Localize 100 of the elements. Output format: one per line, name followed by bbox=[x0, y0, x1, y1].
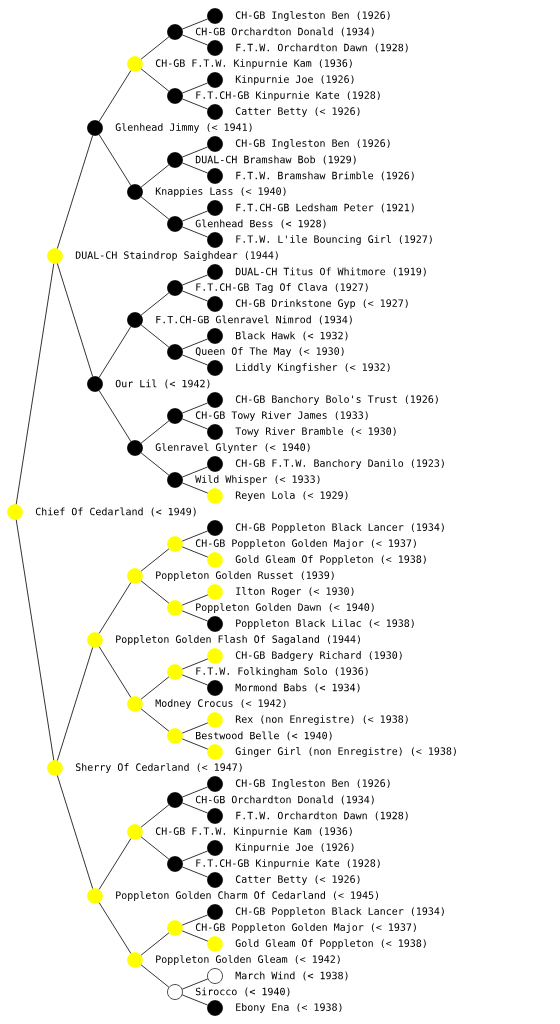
connector-line bbox=[56, 263, 94, 377]
connector-line bbox=[181, 290, 209, 302]
connector-line bbox=[140, 932, 170, 956]
name-label: Bestwood Belle (< 1940) bbox=[196, 731, 332, 741]
name-label: CH-GB Poppleton Black Lancer (1934) bbox=[235, 907, 444, 917]
connector-line bbox=[181, 82, 209, 94]
connector-line bbox=[140, 580, 170, 604]
connector-line bbox=[140, 964, 170, 988]
name-label: Catter Betty (< 1926) bbox=[235, 107, 360, 117]
name-label: F.T.W. L'ile Bouncing Girl (1927) bbox=[236, 235, 432, 245]
name-label: F.T.CH-GB Kinpurnie Kate (1928) bbox=[196, 91, 380, 101]
connector-line bbox=[140, 164, 170, 188]
name-label: CH-GB Poppleton Golden Major (< 1937) bbox=[195, 923, 416, 933]
name-label: CH-GB F.T.W. Kinpurnie Kam (1936) bbox=[155, 827, 352, 837]
connector-line bbox=[181, 594, 209, 606]
connector-line bbox=[98, 134, 132, 186]
connector-line bbox=[140, 676, 170, 700]
connector-line bbox=[181, 978, 209, 990]
connector-line bbox=[181, 866, 209, 878]
connector-line bbox=[98, 390, 132, 442]
name-label: Liddly Kingfisher (< 1932) bbox=[236, 363, 390, 373]
connector-line bbox=[140, 420, 170, 444]
connector-line bbox=[140, 196, 170, 220]
name-label: Kinpurnie Joe (1926) bbox=[235, 75, 354, 85]
connector-line bbox=[15, 263, 55, 505]
name-label: F.T.W. Bramshaw Brimble (1926) bbox=[236, 171, 414, 181]
name-label: Our Lil (< 1942) bbox=[115, 379, 210, 389]
name-label: F.T.W. Orchardton Dawn (1928) bbox=[236, 811, 408, 821]
connector-line bbox=[181, 530, 209, 542]
name-label: CH-GB Banchory Bolo's Trust (1926) bbox=[235, 395, 438, 405]
connector-line bbox=[181, 18, 209, 30]
connector-line bbox=[140, 324, 170, 348]
connector-line bbox=[98, 838, 132, 890]
name-label: DUAL-CH Titus Of Whitmore (1919) bbox=[235, 267, 426, 277]
name-label: F.T.W. Orchardton Dawn (1928) bbox=[236, 43, 408, 53]
connector-line bbox=[56, 647, 94, 761]
connector-line bbox=[56, 775, 94, 889]
name-label: Poppleton Golden Gleam (< 1942) bbox=[156, 955, 340, 965]
connector-line bbox=[181, 738, 209, 750]
name-label: Knappies Lass (< 1940) bbox=[155, 187, 286, 197]
name-label: CH-GB F.T.W. Banchory Danilo (1923) bbox=[235, 459, 444, 469]
name-label: CH-GB Badgery Richard (1930) bbox=[235, 651, 402, 661]
name-label: CH-GB Ingleston Ben (1926) bbox=[235, 779, 390, 789]
name-label: CH-GB Towy River James (1933) bbox=[195, 411, 368, 421]
name-label: Sherry Of Cedarland (< 1947) bbox=[75, 763, 242, 773]
connector-line bbox=[181, 994, 209, 1006]
connector-line bbox=[181, 850, 209, 862]
connector-line bbox=[181, 162, 209, 174]
name-label: Towy River Bramble (< 1930) bbox=[235, 427, 396, 437]
connector-line bbox=[98, 902, 132, 954]
name-label: F.T.CH-GB Ledsham Peter (1921) bbox=[236, 203, 414, 213]
connector-line bbox=[181, 786, 209, 798]
connector-line bbox=[140, 708, 170, 732]
name-label: Black Hawk (< 1932) bbox=[236, 331, 348, 341]
name-label: CH-GB Ingleston Ben (1926) bbox=[235, 139, 390, 149]
connector-line bbox=[140, 292, 170, 316]
connector-line bbox=[140, 68, 170, 92]
connector-line bbox=[140, 548, 170, 572]
connector-line bbox=[181, 674, 209, 686]
name-label: CH-GB Orchardton Donald (1934) bbox=[195, 795, 374, 805]
name-label: Ebony Ena (< 1938) bbox=[236, 1003, 342, 1013]
name-label: Ginger Girl (non Enregistre) (< 1938) bbox=[235, 747, 456, 757]
name-label: Kinpurnie Joe (1926) bbox=[235, 843, 354, 853]
connector-line bbox=[181, 466, 209, 478]
connector-line bbox=[15, 519, 55, 761]
name-label: Reyen Lola (< 1929) bbox=[235, 491, 348, 501]
connector-line bbox=[181, 210, 209, 222]
name-label: CH-GB Orchardton Donald (1934) bbox=[195, 27, 374, 37]
connector-line bbox=[181, 354, 209, 366]
connector-line bbox=[98, 646, 132, 698]
connector-line bbox=[181, 546, 209, 558]
name-label: Glenhead Jimmy (< 1941) bbox=[115, 123, 252, 133]
name-label: Modney Crocus (< 1942) bbox=[155, 699, 286, 709]
connector-line bbox=[181, 914, 209, 926]
name-label: Wild Whisper (< 1933) bbox=[195, 475, 320, 485]
connector-line bbox=[181, 34, 209, 46]
connector-line bbox=[181, 722, 209, 734]
name-label: Poppleton Black Lilac (< 1938) bbox=[236, 619, 414, 629]
name-label: Ilton Roger (< 1930) bbox=[236, 587, 354, 597]
name-label: F.T.CH-GB Kinpurnie Kate (1928) bbox=[196, 859, 380, 869]
name-label: Glenravel Glynter (< 1940) bbox=[155, 443, 310, 453]
name-label: Poppleton Golden Flash Of Sagaland (1944) bbox=[116, 635, 360, 645]
name-label: Rex (non Enregistre) (< 1938) bbox=[235, 715, 408, 725]
name-label: Mormond Babs (< 1934) bbox=[235, 683, 360, 693]
connector-line bbox=[98, 582, 132, 634]
name-label: Glenhead Bess (< 1928) bbox=[195, 219, 326, 229]
name-label: Poppleton Golden Dawn (< 1940) bbox=[196, 603, 374, 613]
name-label: CH-GB Ingleston Ben (1926) bbox=[235, 11, 390, 21]
connector-line bbox=[181, 802, 209, 814]
connector-line bbox=[181, 610, 209, 622]
connector-line bbox=[181, 338, 209, 350]
connector-line bbox=[140, 452, 170, 476]
connector-line bbox=[181, 98, 209, 110]
connector-line bbox=[56, 135, 94, 249]
connector-line bbox=[181, 930, 209, 942]
name-label: DUAL-CH Bramshaw Bob (1929) bbox=[195, 155, 356, 165]
connector-line bbox=[181, 226, 209, 238]
name-label: Poppleton Golden Charm Of Cedarland (< 1945) bbox=[116, 891, 378, 901]
name-label: March Wind (< 1938) bbox=[235, 971, 348, 981]
connector-line bbox=[181, 658, 209, 670]
